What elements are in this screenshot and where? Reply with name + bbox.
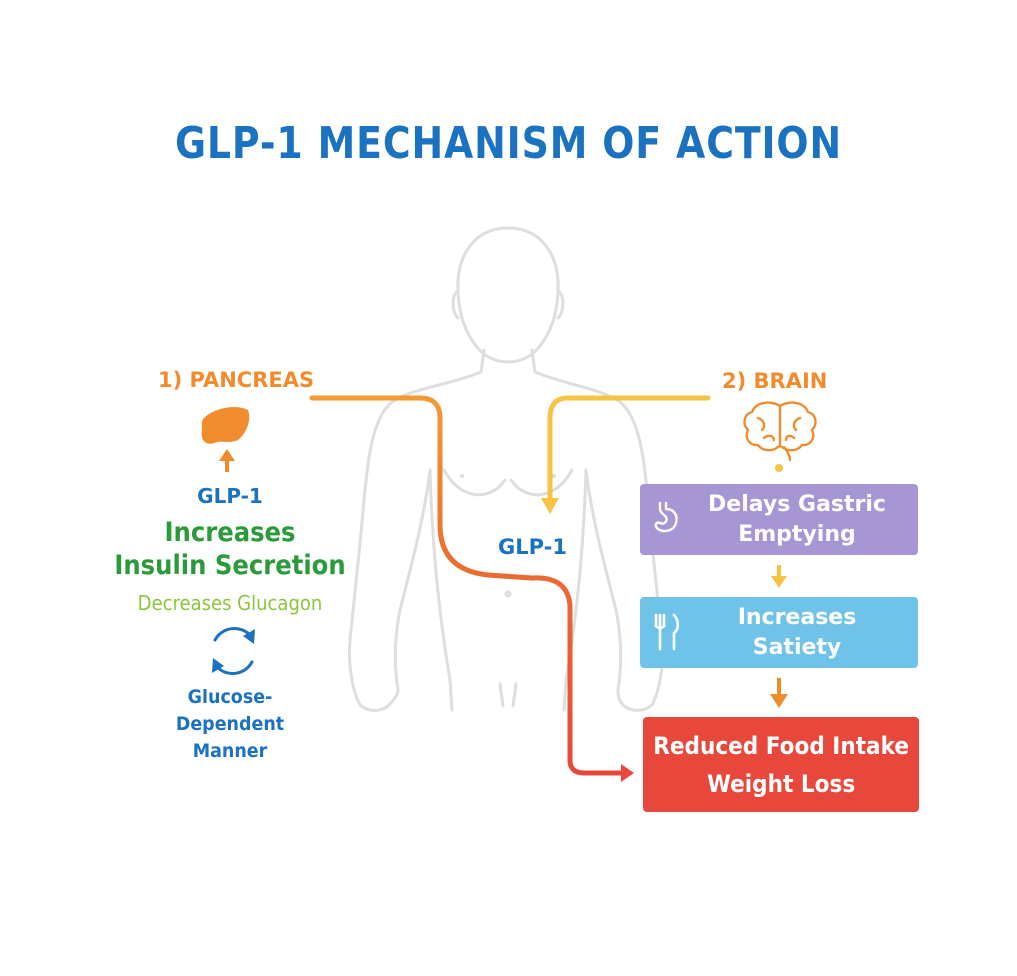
brain-dot (775, 464, 783, 472)
outcome-text: Reduced Food Intake Weight Loss (653, 727, 909, 803)
step-text: Delays Gastric Emptying (708, 490, 886, 550)
page-title: GLP-1 MECHANISM OF ACTION (175, 118, 842, 169)
outcome-line1: Reduced Food Intake (653, 731, 909, 760)
human-body-outline (348, 226, 664, 712)
step-line2: Satiety (752, 634, 842, 660)
manner-line2: Dependent (175, 713, 285, 735)
fork-knife-icon (654, 613, 680, 651)
brain-icon (743, 401, 817, 462)
center-glp1-label: GLP-1 (498, 535, 567, 559)
outcome-reduced-food-intake: Reduced Food Intake Weight Loss (643, 717, 919, 812)
step-delays-gastric-emptying: Delays Gastric Emptying (640, 484, 918, 555)
outcome-connector-line (529, 575, 625, 776)
insulin-effect-line2: Insulin Secretion (114, 550, 346, 581)
brain-arrow-head (541, 498, 559, 514)
outcome-arrow-head (621, 764, 634, 782)
insulin-effect-text: Increases Insulin Secretion (104, 516, 356, 582)
step-text: Increases Satiety (738, 603, 857, 663)
pancreas-section-label: 1) PANCREAS (158, 368, 315, 392)
manner-line3: Manner (192, 740, 268, 762)
pancreas-glp1-label: GLP-1 (197, 484, 263, 508)
insulin-effect-line1: Increases (164, 517, 296, 548)
glucagon-effect-text: Decreases Glucagon (137, 591, 323, 615)
stomach-icon (654, 501, 678, 533)
step-line1: Delays Gastric (708, 491, 886, 517)
brain-connector-line (547, 395, 711, 501)
manner-line1: Glucose- (187, 686, 273, 708)
step-line1: Increases (737, 604, 857, 630)
pancreas-up-arrow (219, 449, 235, 472)
step-increases-satiety: Increases Satiety (640, 597, 918, 668)
pancreas-icon (201, 407, 250, 444)
step-line2: Emptying (738, 521, 856, 547)
glucose-dependent-text: Glucose- Dependent Manner (138, 684, 322, 765)
step-arrow-2 (770, 678, 788, 708)
outcome-line2: Weight Loss (706, 769, 856, 798)
cycle-arrows-icon (213, 627, 254, 675)
step-arrow-1 (771, 565, 787, 588)
pancreas-connector-line (309, 395, 535, 581)
brain-section-label: 2) BRAIN (722, 369, 828, 393)
